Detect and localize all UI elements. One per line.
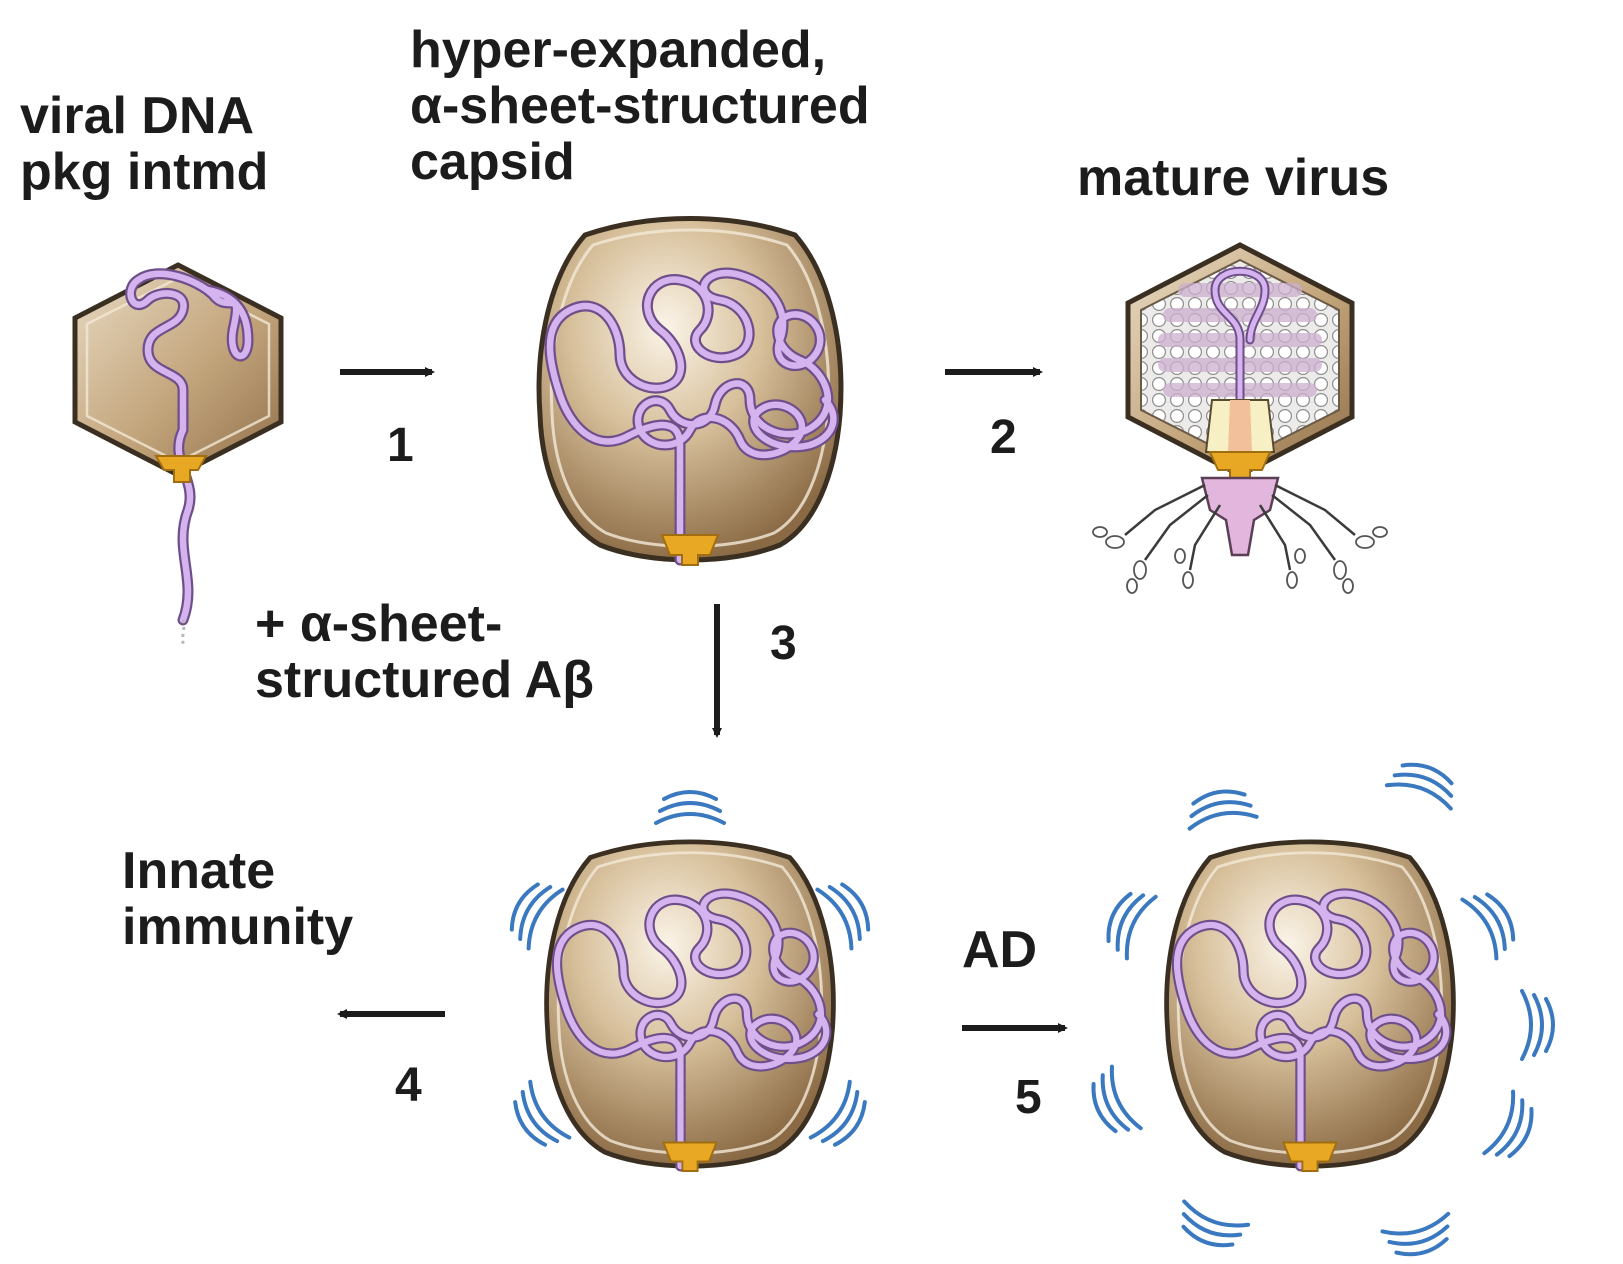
label-line: mature virus	[1077, 149, 1390, 207]
procapsid-hexagon-icon	[72, 262, 284, 646]
step-number-1: 1	[387, 419, 414, 472]
aggregated-capsid-icon	[1081, 754, 1555, 1264]
label-innate-immunity: Innate immunity	[122, 843, 353, 955]
abeta-coated-capsid-icon	[499, 790, 881, 1171]
label-line: + α-sheet-	[255, 595, 503, 653]
label-line: Innate	[122, 842, 276, 900]
label-line: AD	[962, 921, 1038, 979]
label-expanded-capsid: hyper-expanded, α-sheet-structured capsi…	[410, 21, 870, 192]
label-line: α-sheet-structured	[410, 77, 870, 136]
step-number-3: 3	[770, 617, 797, 670]
label-line: hyper-expanded,	[410, 21, 827, 79]
label-line: immunity	[122, 898, 354, 957]
step-number-5: 5	[1015, 1071, 1042, 1124]
step-number-4: 4	[395, 1059, 422, 1112]
label-line: structured Aβ	[255, 651, 594, 710]
mature-phage-icon	[1092, 242, 1388, 594]
label-mature-virus: mature virus	[1077, 150, 1389, 206]
label-line: capsid	[410, 133, 575, 192]
expanded-capsid-icon	[539, 219, 841, 566]
label-dna-pkg-intermediate: viral DNA pkg intmd	[20, 88, 268, 200]
step-number-2: 2	[990, 411, 1017, 464]
label-line: viral DNA	[20, 87, 255, 145]
label-line: pkg intmd	[20, 143, 269, 202]
label-abeta: + α-sheet- structured Aβ	[255, 596, 594, 708]
label-ad: AD	[962, 922, 1037, 978]
